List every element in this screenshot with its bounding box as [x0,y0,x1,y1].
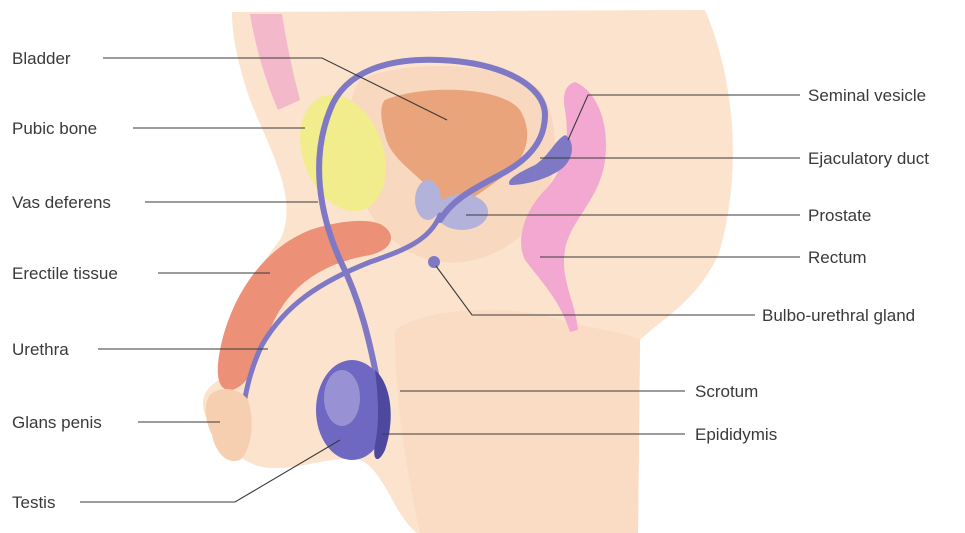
scrotum-skin [395,310,640,533]
glans-penis-shape [206,389,252,461]
label-bladder: Bladder [12,49,71,68]
label-vas-deferens: Vas deferens [12,193,111,212]
label-urethra: Urethra [12,340,69,359]
label-prostate: Prostate [808,206,871,225]
bulbo-urethral-gland-shape [428,256,440,268]
testis-highlight [324,370,360,426]
label-glans-penis: Glans penis [12,413,102,432]
label-seminal-vesicle: Seminal vesicle [808,86,926,105]
label-pubic-bone: Pubic bone [12,119,97,138]
prostate-left-lobe [415,180,441,220]
label-epididymis: Epididymis [695,425,777,444]
label-bulbo-urethral-gland: Bulbo-urethral gland [762,306,915,325]
label-testis: Testis [12,493,55,512]
label-rectum: Rectum [808,248,867,267]
label-scrotum: Scrotum [695,382,758,401]
label-ejaculatory-duct: Ejaculatory duct [808,149,929,168]
label-erectile-tissue: Erectile tissue [12,264,118,283]
